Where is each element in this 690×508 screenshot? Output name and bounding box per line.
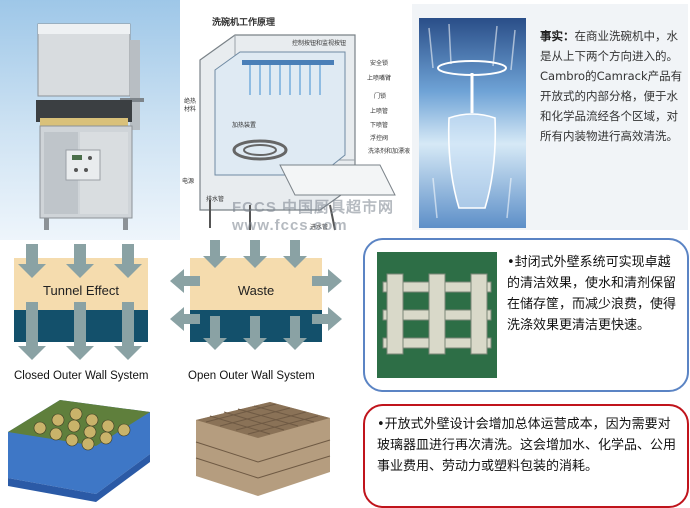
label-lower-pipe: 下喷管 [370,122,389,129]
closed-wall-bubble: •封闭式外壁系统可实现卓越的清洁效果，使水和清剂保留在储存筐，而减少浪费，使得洗… [363,238,689,392]
diagram-title: 洗碗机工作原理 [212,18,276,28]
label-insulation-2: 材料 [184,106,197,113]
closed-wall-caption: Closed Outer Wall System [14,370,149,382]
flow-diagrams [14,240,342,360]
watermark: FCCS 中国厨具超市网 www.fccs.com [232,199,395,234]
wine-glass-photo [419,18,526,228]
open-wall-arrows [170,240,342,350]
dishwasher-cutaway-diagram: 洗碗机工作原理 控制按钮和监视按钮 安全锁 上喷嘴臂 门锁 上喷管 下喷管 浮控… [180,0,410,240]
cutaway-illustration [185,14,396,231]
open-wall-caption: Open Outer Wall System [188,370,315,382]
label-insulation-1: 绝热 [184,98,197,105]
wine-glass-illustration [428,23,516,219]
label-safety-lock: 安全锁 [370,60,389,67]
tunnel-effect-label: Tunnel Effect [43,283,119,298]
closed-wall-description: •封闭式外壁系统可实现卓越的清洁效果，使水和清剂保留在储存筐，而减少浪费，使得洗… [507,255,677,333]
label-inlet: 进水管 [310,224,329,231]
waste-label: Waste [237,283,275,298]
open-rack-illustration [195,402,331,496]
label-drain: 排水管 [206,196,225,203]
fact-heading: 事实： [540,29,575,43]
label-upper-pipe: 上喷管 [370,108,389,115]
label-door: 门锁 [374,93,387,100]
dishwasher-illustration [36,23,144,230]
open-wall-bubble: •开放式外壁设计会增加总体运营成本，因为需要对玻璃器皿进行再次清洗。这会增加水、… [363,404,689,508]
label-upper-arm: 上喷嘴臂 [367,75,392,82]
label-heater: 加热装置 [232,122,257,129]
closed-rack-closeup [377,252,497,378]
fact-text: 事实：在商业洗碗机中，水是从上下两个方向进入的。Cambro的Camrack产品… [540,26,688,146]
label-power: 电源 [182,178,195,185]
dishwasher-photo [0,0,180,240]
closed-rack-illustration [8,400,150,502]
label-filter: 浮控阀 [370,135,389,142]
rack-photos [8,400,331,502]
closed-wall-arrows [18,244,142,360]
label-control: 控制按钮和监视按钮 [292,40,347,47]
label-detergent: 洗涤剂和加漂液 [368,148,410,155]
fact-body: 在商业洗碗机中，水是从上下两个方向进入的。Cambro的Camrack产品有开放… [540,29,683,143]
open-wall-description: •开放式外壁设计会增加总体运营成本，因为需要对玻璃器皿进行再次清洗。这会增加水、… [377,417,677,474]
